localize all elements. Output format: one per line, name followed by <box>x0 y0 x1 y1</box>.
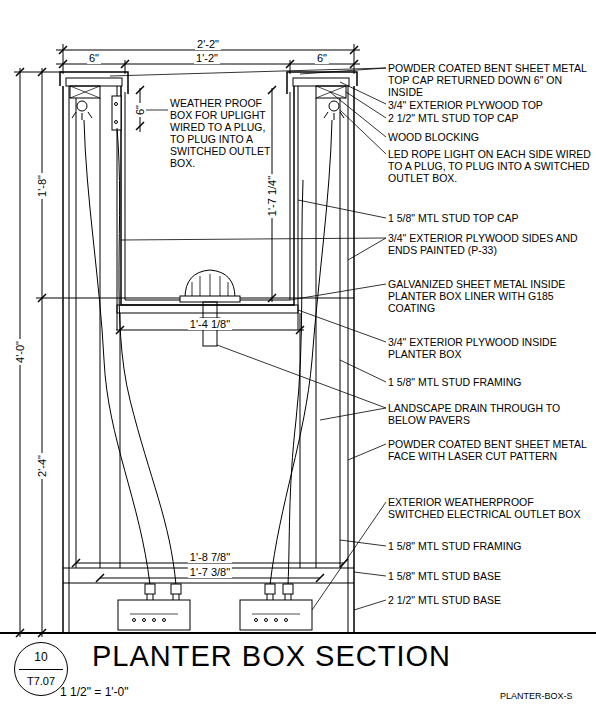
callout-note: 1 5/8" MTL STUD TOP CAP <box>388 212 592 224</box>
dimension-text: 1'-8 7/8" <box>188 551 232 563</box>
dimension-text: 2'-4" <box>36 453 48 479</box>
callout-note: LED ROPE LIGHT ON EACH SIDE WIRED TO A P… <box>388 148 592 184</box>
callout-note: 2 1/2" MTL STUD TOP CAP <box>388 112 592 124</box>
note-text: WEATHER PROOF BOX FOR UPLIGHT WIRED TO A… <box>170 97 282 169</box>
dimension-text: 2'-2" <box>195 38 221 50</box>
callout-note: 1 5/8" MTL STUD BASE <box>388 570 592 582</box>
detail-number: 10 <box>15 650 67 664</box>
callout-note: POWDER COATED BENT SHEET METAL FACE WITH… <box>388 438 592 462</box>
callout-note: 3/4" EXTERIOR PLYWOOD INSIDE PLANTER BOX <box>388 336 592 360</box>
dimension-text: 1'-7 3/8" <box>188 566 232 578</box>
dimension-text: 4'-0" <box>14 339 26 365</box>
outlet-boxes <box>118 584 312 630</box>
dimension-lines <box>14 44 360 637</box>
drawing-title: PLANTER BOX SECTION <box>92 640 451 673</box>
note-text: 1 1/2" = 1'-0" <box>60 686 129 698</box>
dimension-text: 6" <box>134 103 146 117</box>
landscape-drain <box>180 270 240 346</box>
leader-lines <box>110 68 386 610</box>
callout-note: 1 5/8" MTL STUD FRAMING <box>388 376 592 388</box>
dimension-text: 1'-7 1/4" <box>266 174 278 218</box>
dimension-text: 1'-2" <box>194 52 220 64</box>
callout-divider <box>19 669 63 670</box>
callout-note: 3/4" EXTERIOR PLYWOOD TOP <box>388 99 592 111</box>
callout-note: 1 5/8" MTL STUD FRAMING <box>388 540 592 552</box>
planter-body <box>0 72 596 633</box>
dimension-text: 1'-8" <box>36 173 48 199</box>
dimension-text: 6" <box>87 52 101 64</box>
callout-note: WOOD BLOCKING <box>388 131 592 143</box>
callout-note: EXTERIOR WEATHERPROOF SWITCHED ELECTRICA… <box>388 496 592 520</box>
callout-note: 3/4" EXTERIOR PLYWOOD SIDES AND ENDS PAI… <box>388 232 592 256</box>
callout-note: POWDER COATED BENT SHEET METAL TOP CAP R… <box>388 62 592 98</box>
wires <box>84 120 332 585</box>
callout-note: GALVANIZED SHEET METAL INSIDE PLANTER BO… <box>388 278 592 314</box>
callout-note: 2 1/2" MTL STUD BASE <box>388 594 592 606</box>
dimension-text: 6" <box>315 52 329 64</box>
sheet-number: T7.07 <box>15 675 67 687</box>
section-callout-circle: 10T7.07 <box>14 642 68 696</box>
dimension-text: 1'-4 1/8" <box>188 318 232 330</box>
callout-note: LANDSCAPE DRAIN THROUGH TO BELOW PAVERS <box>388 402 592 426</box>
note-text: PLANTER-BOX-S <box>500 690 573 702</box>
